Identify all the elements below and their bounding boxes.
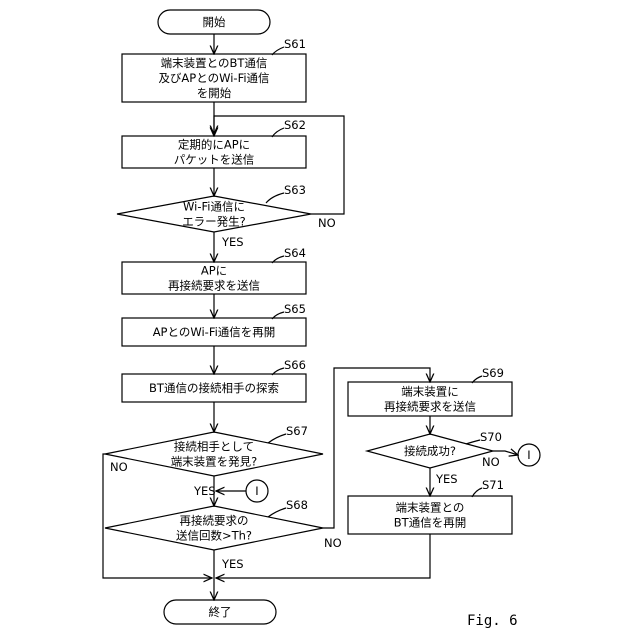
step-label-s66: S66 (284, 358, 306, 372)
node-text-line: 開始 (203, 15, 226, 29)
s67-text: 接続相手として端末装置を発見? (171, 440, 258, 469)
step-label-s63: S63 (284, 183, 306, 197)
branch-s68-yes: YES (221, 557, 244, 571)
node-text-line: 再接続要求を送信 (384, 400, 476, 414)
node-text-line: エラー発生? (182, 215, 246, 229)
step-label-s67: S67 (286, 424, 308, 438)
node-text-line: 定期的にAPに (178, 138, 250, 152)
node-text-line: APに (201, 264, 227, 278)
branch-s67-yes: YES (193, 484, 216, 498)
node-text-line: パケットを送信 (174, 153, 255, 167)
step-label-s68: S68 (286, 498, 308, 512)
node-text-line: 端末装置に (401, 385, 459, 399)
start-text: 開始 (203, 15, 226, 29)
node-text-line: BT通信の接続相手の探索 (149, 381, 279, 395)
s65-text: APとのWi-Fi通信を再開 (153, 325, 276, 339)
node-text-line: 端末装置との (396, 501, 465, 515)
node-text-line: Wi-Fi通信に (183, 200, 245, 214)
node-text-line: 端末装置を発見? (171, 455, 258, 469)
s62-text: 定期的にAPにパケットを送信 (174, 138, 255, 167)
end-text: 終了 (209, 605, 232, 619)
step-label-s70: S70 (480, 430, 502, 444)
step-label-s71: S71 (482, 478, 504, 492)
node-text-line: 接続相手として (174, 440, 254, 454)
step-label-s64: S64 (284, 246, 306, 260)
step-label-s61: S61 (284, 37, 306, 51)
figure-label: Fig. 6 (467, 613, 518, 629)
branch-s68-no: NO (324, 536, 342, 550)
branch-s63-no: NO (318, 216, 336, 230)
node-text-line: BT通信を再開 (394, 516, 466, 530)
step-label-s69: S69 (482, 366, 504, 380)
node-text-line: APとのWi-Fi通信を再開 (153, 325, 276, 339)
branch-s70-yes: YES (435, 472, 458, 486)
s68-text: 再接続要求の送信回数>Th? (176, 514, 252, 543)
connector-label-b: I (527, 448, 530, 462)
branch-s67-no: NO (110, 460, 128, 474)
node-text-line: 再接続要求の (180, 514, 249, 528)
node-text-line: 端末装置とのBT通信 (161, 56, 268, 70)
step-label-s65: S65 (284, 302, 306, 316)
node-text-line: 送信回数>Th? (176, 529, 252, 543)
s70-text: 接続成功? (404, 444, 456, 458)
node-text-line: 接続成功? (404, 444, 456, 458)
connector-label-a: I (255, 484, 258, 498)
step-label-s62: S62 (284, 118, 306, 132)
branch-s70-no: NO (482, 455, 500, 469)
node-text-line: を開始 (197, 86, 232, 100)
s63-text: Wi-Fi通信にエラー発生? (182, 200, 246, 229)
s71-text: 端末装置とのBT通信を再開 (394, 501, 466, 530)
s66-text: BT通信の接続相手の探索 (149, 381, 279, 395)
branch-s63-yes: YES (221, 235, 244, 249)
node-text-line: 再接続要求を送信 (168, 279, 260, 293)
node-text-line: 及びAPとのWi-Fi通信 (158, 71, 269, 85)
node-text-line: 終了 (209, 605, 232, 619)
